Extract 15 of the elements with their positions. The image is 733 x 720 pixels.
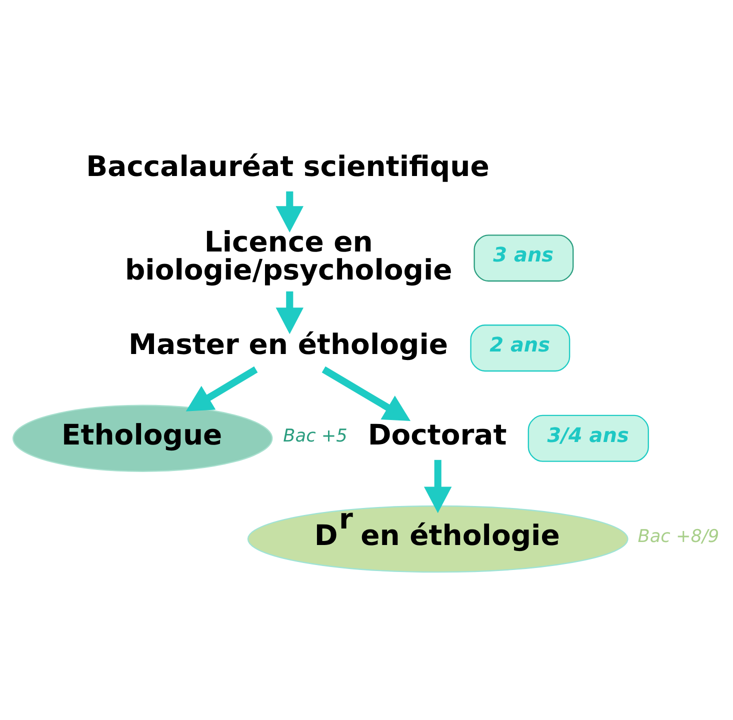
node-label: Bac +5 (283, 426, 348, 446)
node-label: Bac +8/9 (638, 526, 720, 546)
arrow (276, 190, 304, 232)
arrow (424, 459, 452, 513)
node-text: Baccalauréat scientifique (86, 149, 490, 182)
node-box: 3/4 ans (528, 414, 649, 462)
node-ellipse: Ethologue (12, 404, 273, 472)
node-box: 2 ans (470, 324, 570, 372)
node-box: 3 ans (474, 234, 574, 282)
arrow (322, 366, 411, 420)
node-text: Master en éthologie (128, 328, 448, 361)
arrow (276, 290, 304, 334)
node-text: Licence en biologie/psychologie (124, 224, 452, 286)
arrow (186, 366, 258, 411)
node-text: Doctorat (368, 418, 507, 452)
